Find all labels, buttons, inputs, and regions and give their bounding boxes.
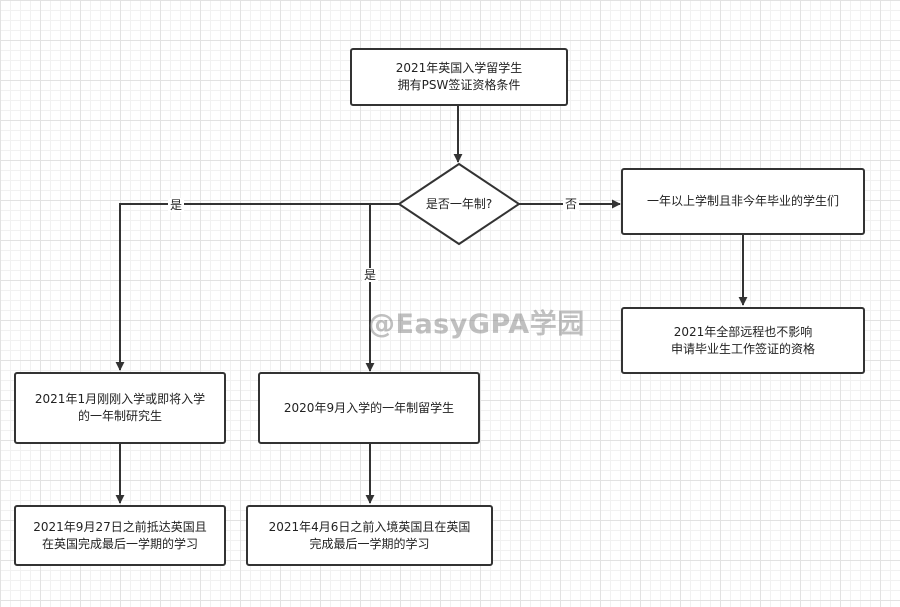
jan-condition-node: 2021年9月27日之前抵达英国且 在英国完成最后一学期的学习 xyxy=(14,505,226,566)
start-node-line2: 拥有PSW签证资格条件 xyxy=(397,78,521,92)
edge-label-yes-middle: 是 xyxy=(362,268,379,282)
jan-condition-line2: 在英国完成最后一学期的学习 xyxy=(41,536,198,551)
start-node-line1: 2021年英国入学留学生 xyxy=(395,61,523,75)
jan-condition-line1: 2021年9月27日之前抵达英国且 xyxy=(33,519,207,534)
start-node: 2021年英国入学留学生 拥有PSW签证资格条件 xyxy=(350,48,568,106)
jan-2021-line1: 2021年1月刚刚入学或即将入学 xyxy=(34,392,206,406)
decision-diamond xyxy=(397,162,521,246)
watermark-text: @EasyGPA学园 xyxy=(368,309,585,340)
decision-label: 是否一年制? xyxy=(425,197,493,211)
remote-ok-line1: 2021年全部远程也不影响 xyxy=(673,324,813,339)
remote-ok-line2: 申请毕业生工作签证的资格 xyxy=(670,341,815,356)
remote-ok-node: 2021年全部远程也不影响 申请毕业生工作签证的资格 xyxy=(621,307,865,374)
sep-condition-line1: 2021年4月6日之前入境英国且在英国 xyxy=(268,519,471,534)
jan-2021-node: 2021年1月刚刚入学或即将入学 的一年制研究生 xyxy=(14,372,226,444)
sep-condition-node: 2021年4月6日之前入境英国且在英国 完成最后一学期的学习 xyxy=(246,505,493,566)
sep-2020-line1: 2020年9月入学的一年制留学生 xyxy=(283,400,455,415)
sep-2020-node: 2020年9月入学的一年制留学生 xyxy=(258,372,480,444)
over-one-year-line1: 一年以上学制且非今年毕业的学生们 xyxy=(646,194,839,208)
edge-decision-to-jan-2021 xyxy=(115,203,399,371)
edge-label-yes-left: 是 xyxy=(168,198,185,212)
edge-label-no-right: 否 xyxy=(563,197,580,211)
over-one-year-node: 一年以上学制且非今年毕业的学生们 xyxy=(621,168,865,235)
sep-condition-line2: 完成最后一学期的学习 xyxy=(309,536,430,551)
jan-2021-line2: 的一年制研究生 xyxy=(77,409,162,423)
